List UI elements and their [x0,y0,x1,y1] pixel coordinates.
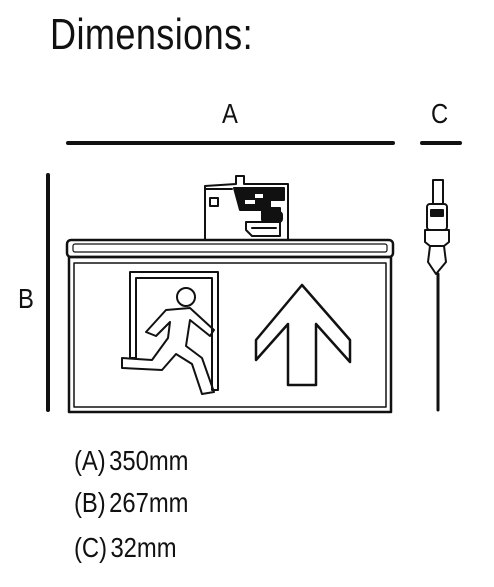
running-man-icon [121,271,219,395]
spec-value: 350mm [109,445,189,476]
sign-canopy [65,238,395,259]
mounting-bracket-icon [204,175,289,241]
dimension-spec-c: (C)32mm [74,532,177,564]
spec-key: (B) [74,487,106,518]
spec-value: 32mm [110,532,177,563]
spec-key: (C) [74,532,108,563]
arrow-up-icon [254,283,352,387]
page-title: Dimensions: [50,10,254,59]
spec-key: (A) [74,445,106,476]
dimension-spec-b: (B)267mm [74,487,188,519]
spec-value: 267mm [109,487,189,518]
dimension-label-c: C [431,98,449,129]
dimension-label-b: B [18,283,34,314]
side-profile [424,179,450,412]
dimension-label-a: A [222,98,238,129]
sign-panel [67,255,393,414]
dimension-spec-a: (A)350mm [74,445,188,477]
